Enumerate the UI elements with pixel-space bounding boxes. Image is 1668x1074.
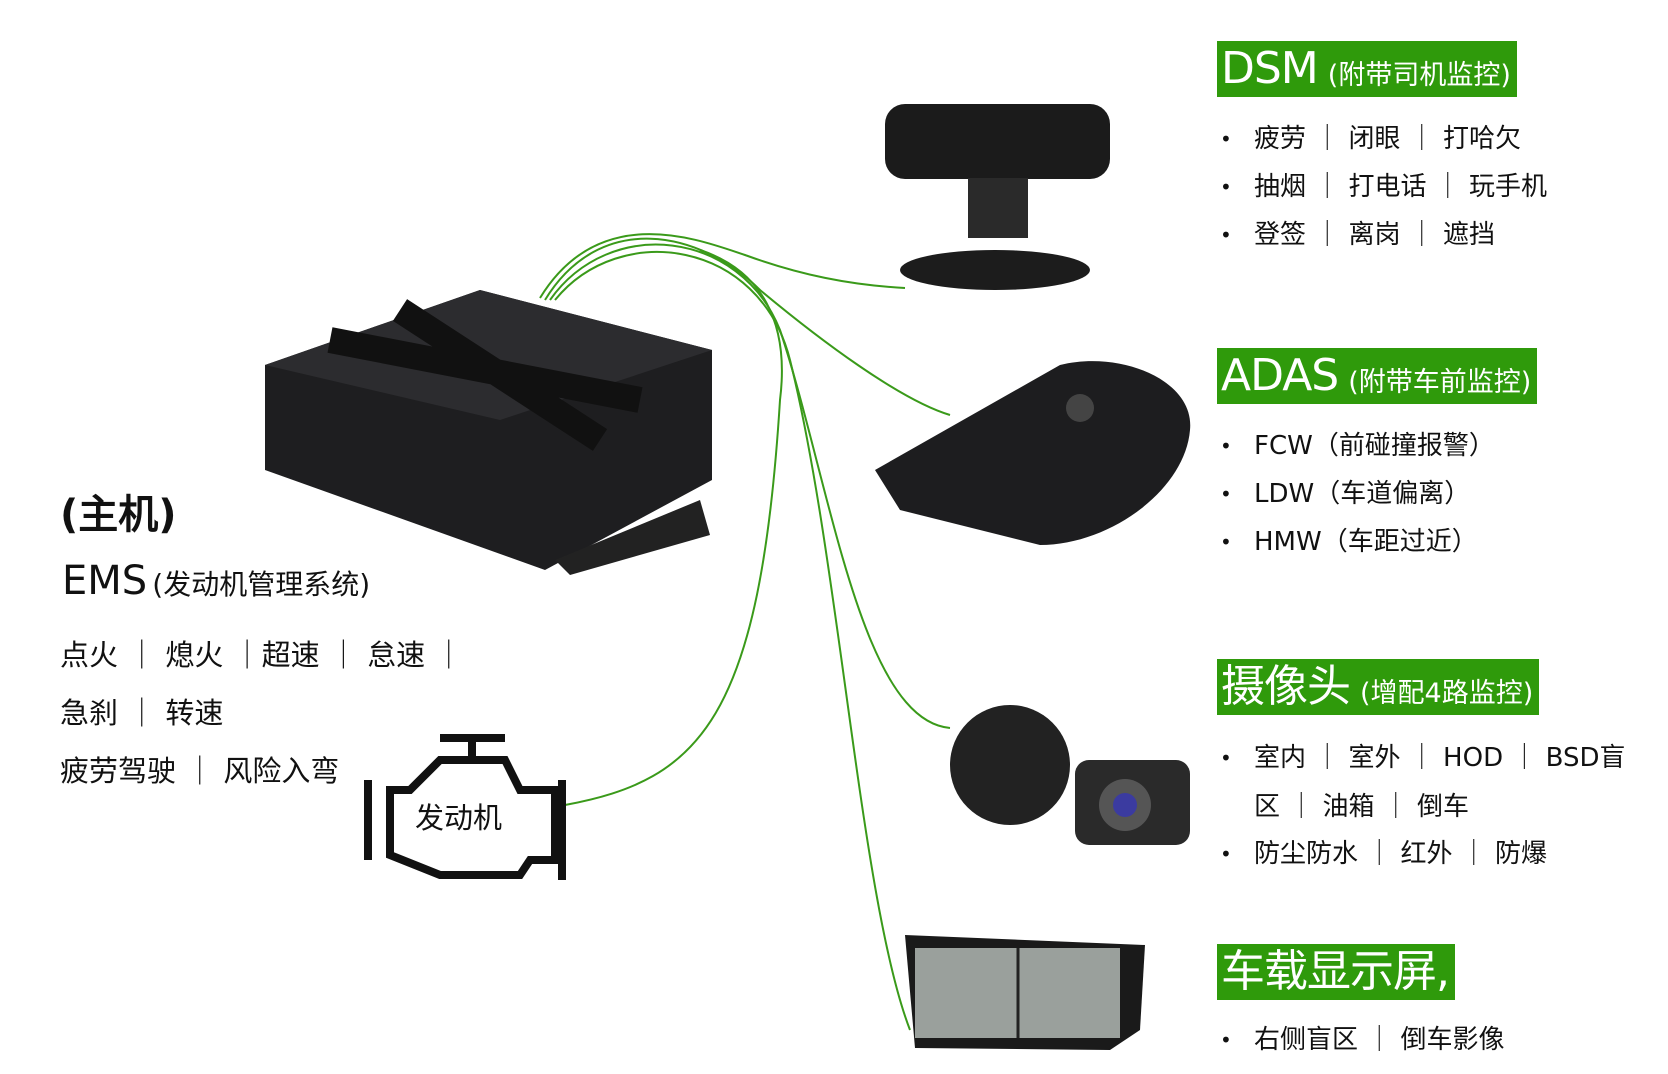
ems-line-1: 点火 ｜ 熄火 ｜超速 ｜ 怠速 ｜ [60,638,464,672]
camera-title: 摄像头 [1221,661,1351,712]
engine-label: 发动机 [415,801,503,835]
dsm-item: 抽烟 ｜ 打电话 ｜ 玩手机 [1220,170,1547,204]
camera-subtitle: (增配4路监控) [1360,678,1534,709]
ems-heading: EMS (发动机管理系统) [62,558,370,604]
dsm-item: 疲劳 ｜ 闭眼 ｜ 打哈欠 [1220,122,1521,156]
ems-main: EMS [62,558,148,604]
ems-sub: (发动机管理系统) [152,568,371,601]
adas-tag: ADAS (附带车前监控) [1217,348,1538,404]
wire-display [554,251,911,1031]
camera-tag: 摄像头 (增配4路监控) [1217,659,1540,715]
adas-subtitle: (附带车前监控) [1348,367,1532,398]
adas-title: ADAS [1221,350,1339,401]
adas-item: FCW（前碰撞报警） [1220,429,1495,463]
dsm-item: 登签 ｜ 离岗 ｜ 遮挡 [1220,218,1495,252]
camera-item: 室内 ｜ 室外 ｜ HOD ｜ BSD盲 [1220,741,1625,775]
surveillance-cameras-image [950,705,1190,845]
wire-dsm [539,233,906,299]
host-device-image [265,290,712,575]
adas-camera-image [875,361,1191,545]
camera-item-continued: 区 ｜ 油箱 ｜ 倒车 [1254,792,1470,822]
engine-icon [364,734,566,880]
adas-item: LDW（车道偏离） [1220,477,1470,511]
dsm-camera-image [885,104,1110,290]
monitor-image [905,935,1145,1050]
display-title: 车载显示屏, [1221,946,1450,997]
dsm-subtitle: (附带司机监控) [1327,60,1511,91]
dsm-tag: DSM (附带司机监控) [1217,41,1517,97]
display-item: 右侧盲区 ｜ 倒车影像 [1220,1023,1504,1057]
display-tag: 车载显示屏, [1217,944,1455,1000]
wire-engine [564,249,783,806]
camera-item: 防尘防水 ｜ 红外 ｜ 防爆 [1220,837,1547,871]
ems-line-2: 急刹 ｜ 转速 [60,696,224,730]
ems-line-3: 疲劳驾驶 ｜ 风险入弯 [60,754,340,788]
adas-item: HMW（车距过近） [1220,525,1478,559]
dsm-title: DSM [1221,43,1319,94]
wire-adas [544,237,951,416]
host-title: (主机) [60,492,177,538]
connection-wires [539,233,951,1031]
